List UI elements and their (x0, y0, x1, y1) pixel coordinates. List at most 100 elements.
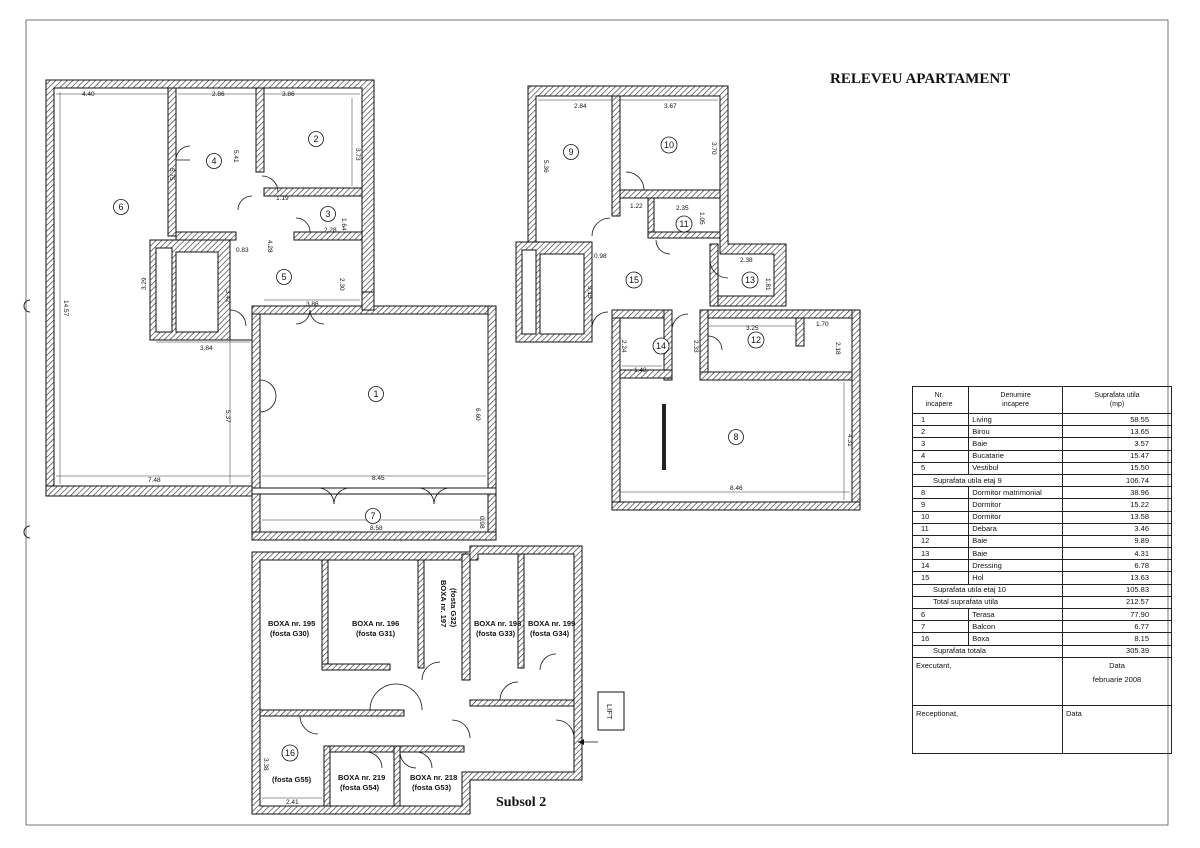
room-number: 3 (325, 209, 330, 219)
cell-subtotal-label: Suprafata utila etaj 10 (912, 583, 1063, 597)
cell-nr: 2 (911, 425, 970, 439)
dim-label: 4.40 (82, 91, 95, 98)
cell-name: Baie (968, 437, 1063, 451)
floor-10-plan (515, 85, 861, 511)
floor-9-plan (45, 79, 497, 541)
dim-label: 0.83 (236, 247, 249, 254)
receptionat-date-label: Data (1061, 704, 1173, 754)
cell-area: 38.96 (1061, 486, 1173, 500)
dim-label: 1.81 (764, 278, 771, 291)
dim-label: 4.28 (266, 240, 273, 253)
dim-label: 1.48 (634, 367, 647, 374)
basement-plan (251, 545, 625, 815)
cell-name: Dormitor (968, 498, 1063, 512)
dim-label: 3.70 (710, 142, 717, 155)
cell-area: 13.63 (1061, 571, 1173, 585)
storage-old-id: (fosta G30) (270, 629, 310, 638)
room-number: 7 (370, 511, 375, 521)
dim-label: 3.86 (306, 301, 319, 308)
room-number: 15 (629, 275, 639, 285)
dim-label: 4.31 (846, 434, 853, 447)
dim-label: 2.24 (620, 340, 627, 353)
cell-name: Terasa (968, 607, 1063, 622)
cell-nr: 3 (911, 437, 970, 451)
room-number: 9 (568, 147, 573, 157)
dim-label: 2.38 (740, 257, 753, 264)
cell-name: Dormitor matrimonial (968, 486, 1063, 500)
dim-label: 1.70 (816, 321, 829, 328)
cell-area: 58.55 (1061, 412, 1173, 427)
basement-title: Subsol 2 (496, 795, 546, 810)
dim-label: 5.37 (224, 410, 231, 423)
cell-nr: 13 (911, 547, 970, 561)
storage-name: BOXA nr. 198 (474, 619, 521, 628)
cell-nr: 1 (911, 412, 970, 427)
cell-nr: 6 (911, 607, 970, 622)
dim-label: 8.58 (370, 525, 383, 532)
cell-nr: 5 (911, 461, 970, 475)
cell-area: 9.89 (1061, 534, 1173, 549)
dim-label: 5.36 (542, 160, 549, 173)
cell-area: 13.65 (1061, 425, 1173, 439)
storage-old-id: (fosta G55) (272, 775, 312, 784)
cell-name: Balcon (968, 620, 1063, 634)
dim-label: 5.75 (168, 168, 175, 181)
lift-box (597, 691, 625, 731)
storage-old-id: (fosta G31) (356, 629, 396, 638)
dim-label: 8.45 (372, 475, 385, 482)
dim-label: 6.60 (474, 408, 481, 421)
room-number: 1 (373, 389, 378, 399)
dim-label: 1.19 (276, 195, 289, 202)
dim-label: 2.86 (212, 91, 225, 98)
storage-name: BOXA nr. 197 (439, 580, 448, 627)
dim-label: 3.38 (262, 758, 269, 771)
cell-name: Baie (968, 547, 1063, 561)
cell-name: Baie (968, 534, 1063, 549)
dim-label: 2.84 (574, 103, 587, 110)
storage-name: BOXA nr. 199 (528, 619, 575, 628)
cell-name: Bucatarie (968, 449, 1063, 463)
dimension-labels: 4.40 2.86 3.86 3.73 5.75 5.41 1.19 1.64 … (62, 91, 853, 806)
cell-area: 13.58 (1061, 510, 1173, 524)
cell-nr: 10 (911, 510, 970, 524)
date-label: Data (1109, 660, 1125, 670)
cell-area: 212.57 (1061, 595, 1173, 610)
cell-area: 4.31 (1061, 547, 1173, 561)
dim-label: 1.05 (698, 212, 705, 225)
room-number: 5 (281, 272, 286, 282)
cell-name: Debara (968, 522, 1063, 536)
cell-area: 77.90 (1061, 607, 1173, 622)
receptionat-label: Receptionat, (912, 704, 1063, 754)
cell-nr: 16 (911, 632, 970, 646)
cell-nr: 12 (911, 534, 970, 549)
page-title: RELEVEU APARTAMENT (830, 71, 1010, 87)
cell-area: 15.50 (1061, 461, 1173, 475)
dim-label: 3.67 (664, 103, 677, 110)
cell-nr: 15 (911, 571, 970, 585)
cell-name: Boxa (968, 632, 1063, 646)
cell-name: Living (968, 412, 1063, 427)
storage-old-id: (fosta G34) (530, 629, 570, 638)
room-number: 2 (313, 134, 318, 144)
storage-old-id: (fosta G53) (412, 783, 452, 792)
cell-nr: 9 (911, 498, 970, 512)
dim-label: 14.57 (62, 300, 69, 317)
binder-hole (23, 525, 31, 539)
dim-label: 8.46 (730, 485, 743, 492)
dim-label: 3.29 (141, 277, 148, 290)
dim-label: 2.18 (834, 342, 841, 355)
storage-name: BOXA nr. 195 (268, 619, 315, 628)
dim-label: 3.84 (200, 345, 213, 352)
dim-label: 3.42 (224, 290, 231, 303)
cell-name: Dressing (968, 559, 1063, 573)
cell-area: 15.22 (1061, 498, 1173, 512)
cell-area: 15.47 (1061, 449, 1173, 463)
